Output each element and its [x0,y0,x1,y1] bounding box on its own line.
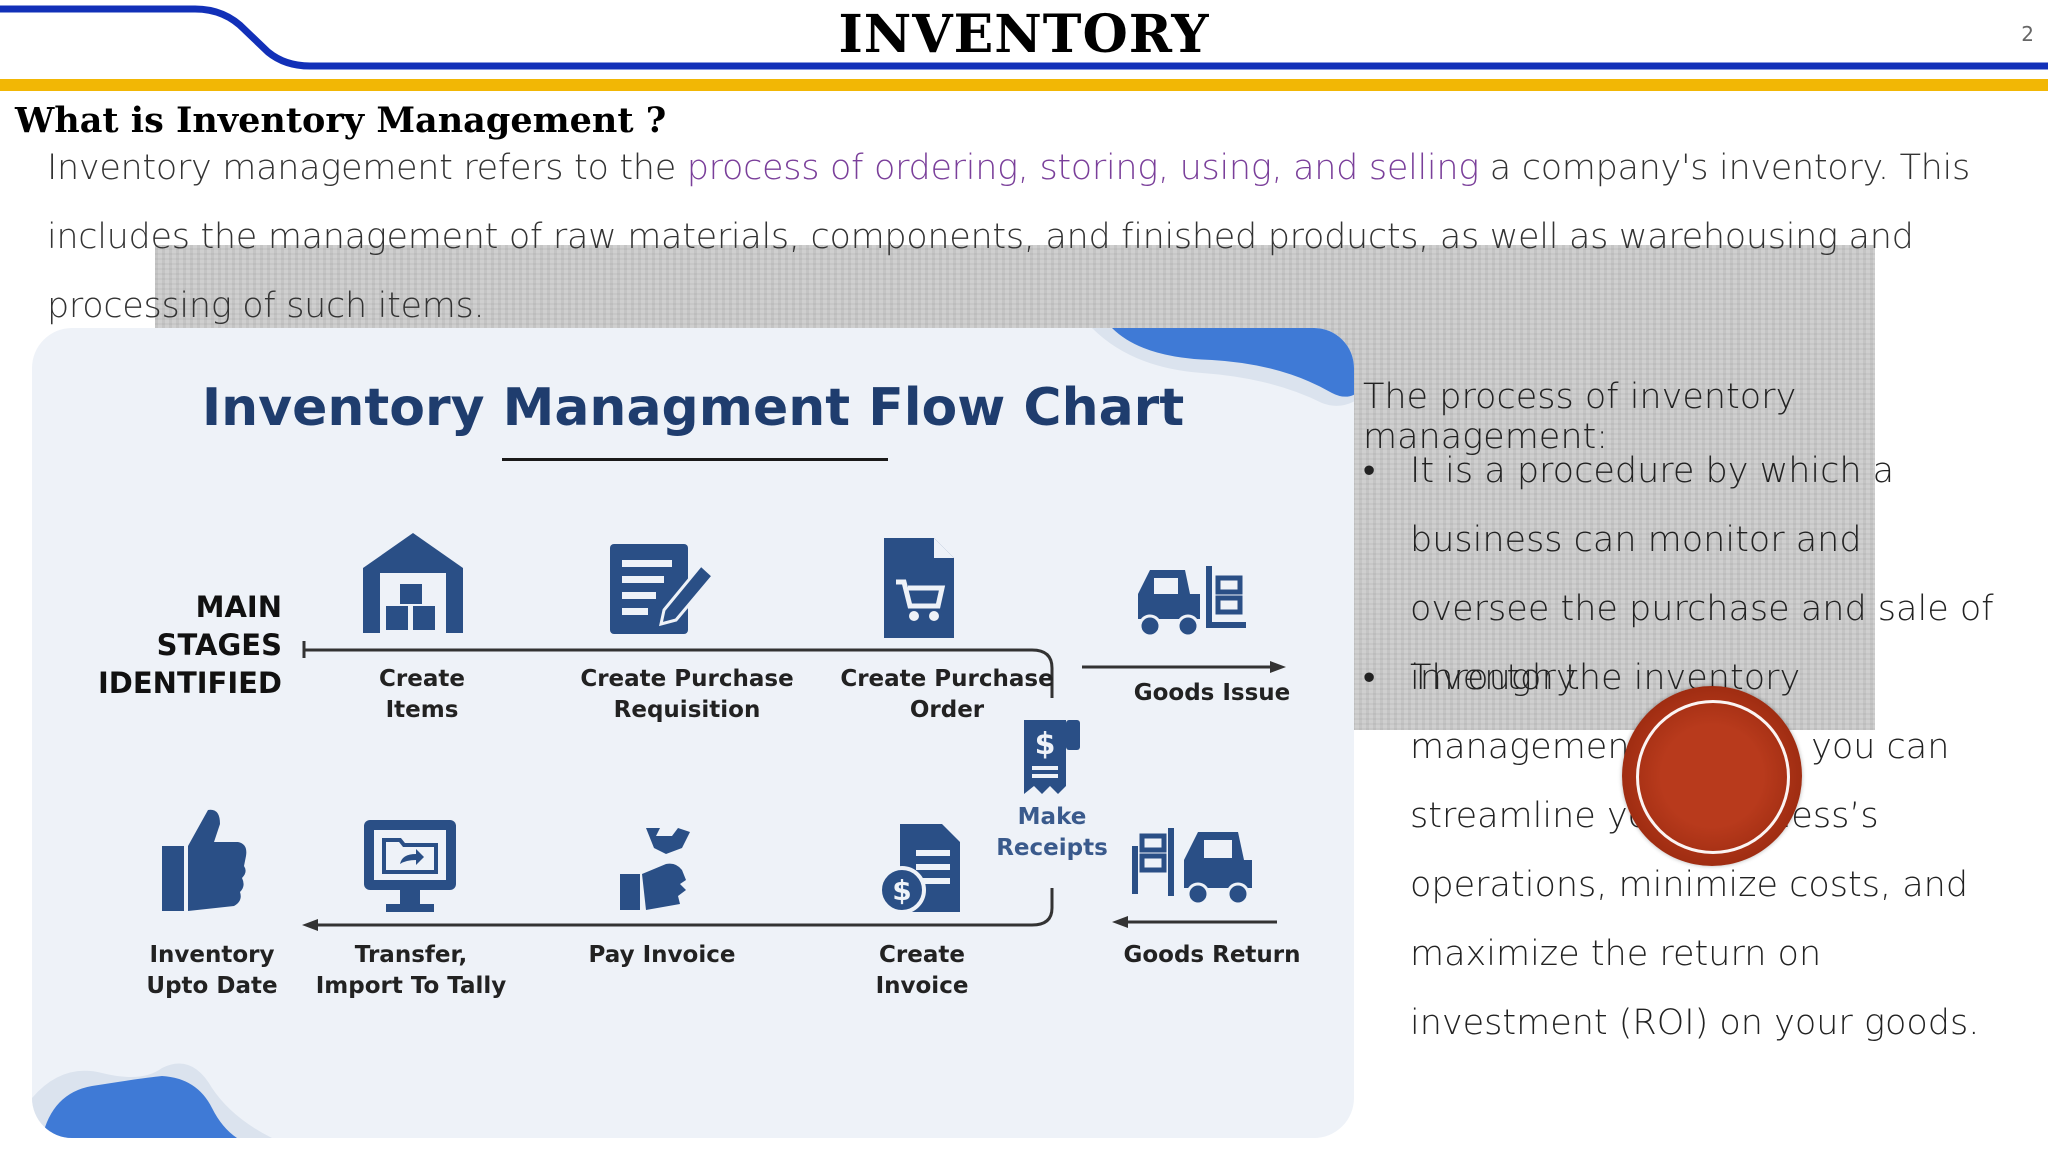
right-panel-intro: The process of inventory management: [1363,377,1797,457]
stage-inventory-upto-date: Inventory Upto Date [146,942,278,999]
thumbs-up-icon [162,809,247,911]
slide-title: INVENTORY [838,4,1210,65]
hand-payment-icon [620,828,690,910]
bullet-dot: • [1363,451,1376,491]
stage-goods-return: Goods Return [1123,942,1301,968]
receipt-icon: $ [1024,720,1080,794]
invoice-icon: $ [878,824,960,914]
red-seal-decoration [1622,686,1802,866]
bullet-dot: • [1363,658,1376,698]
wave-decoration-top [1092,328,1354,406]
svg-text:$: $ [1035,727,1056,762]
monitor-folder-icon [364,820,456,912]
stage-goods-issue: Goods Issue [1133,680,1291,706]
forklift-return-icon [1132,828,1252,906]
wave-decoration-bottom [32,1063,272,1138]
document-edit-icon [610,544,716,634]
chart-title: Inventory Managment Flow Chart [201,378,1185,438]
title-underline [502,458,888,461]
stage-create-invoice: Create Invoice [875,942,969,999]
warehouse-icon [363,533,463,633]
page-number: 2 [2021,22,2034,46]
bullet-text-1: It is a procedure by which a business ca… [1410,451,1994,698]
main-stages-label: MAIN STAGES IDENTIFIED [98,590,282,700]
svg-text:$: $ [892,874,911,907]
stage-create-items: Create Items [379,666,465,723]
stage-transfer-import: Transfer, Import To Tally [315,942,507,999]
forklift-icon [1138,566,1246,638]
section-heading: What is Inventory Management ? [15,100,667,141]
intro-text-start: Inventory management refers to the [47,148,687,188]
intro-paragraph: Inventory management refers to the proce… [47,134,2007,341]
stage-make-receipts: Make Receipts [996,804,1108,861]
stage-create-purchase-requisition: Create Purchase Requisition [580,666,794,723]
stage-pay-invoice: Pay Invoice [588,942,736,968]
flow-connectors [302,641,1286,931]
intro-highlight: process of ordering, storing, using, and… [686,148,1479,188]
flowchart-card: Inventory Managment Flow Chart MAIN STAG… [32,328,1354,1138]
header-decoration [0,5,2048,91]
stage-create-purchase-order: Create Purchase Order [840,666,1054,723]
intro-text-end: a company's inventory. This includes the… [47,148,1970,326]
cart-document-icon [884,538,954,638]
